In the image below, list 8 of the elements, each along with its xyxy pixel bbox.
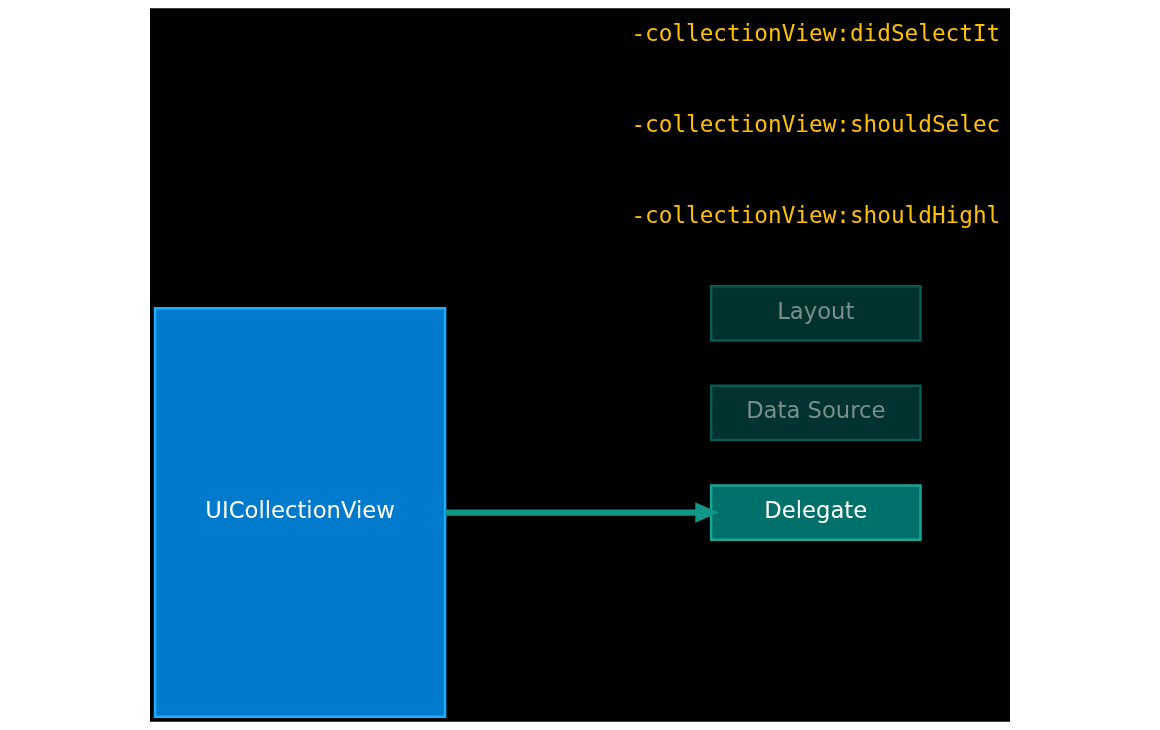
label: -collectionView:shouldSelec xyxy=(631,111,1001,138)
node-box: UICollectionView xyxy=(153,307,447,719)
node-box: Delegate xyxy=(709,484,922,541)
node-box: Data Source xyxy=(709,384,922,442)
label: -collectionView:didSelectIt xyxy=(631,20,1001,47)
label: -collectionView:shouldHighl xyxy=(631,202,1001,229)
arrow xyxy=(445,502,719,523)
node-box: Layout xyxy=(709,284,922,342)
